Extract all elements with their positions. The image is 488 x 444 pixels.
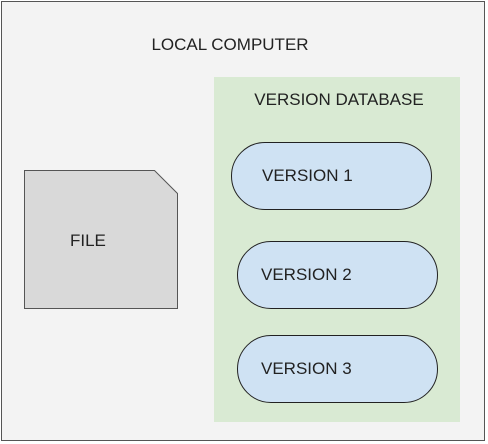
version-2-label: VERSION 2 <box>261 265 352 284</box>
file-label: FILE <box>70 231 106 250</box>
file-node: FILE <box>24 170 178 309</box>
version-2-node: VERSION 2 <box>237 241 438 309</box>
version-3-label: VERSION 3 <box>261 359 352 378</box>
local-computer-label: LOCAL COMPUTER <box>151 35 309 54</box>
version-1-node: VERSION 1 <box>231 142 432 210</box>
version-1-label: VERSION 1 <box>262 166 353 185</box>
file-document-icon <box>24 170 178 309</box>
version-database-label: VERSION DATABASE <box>254 90 424 109</box>
version-3-node: VERSION 3 <box>237 335 438 403</box>
